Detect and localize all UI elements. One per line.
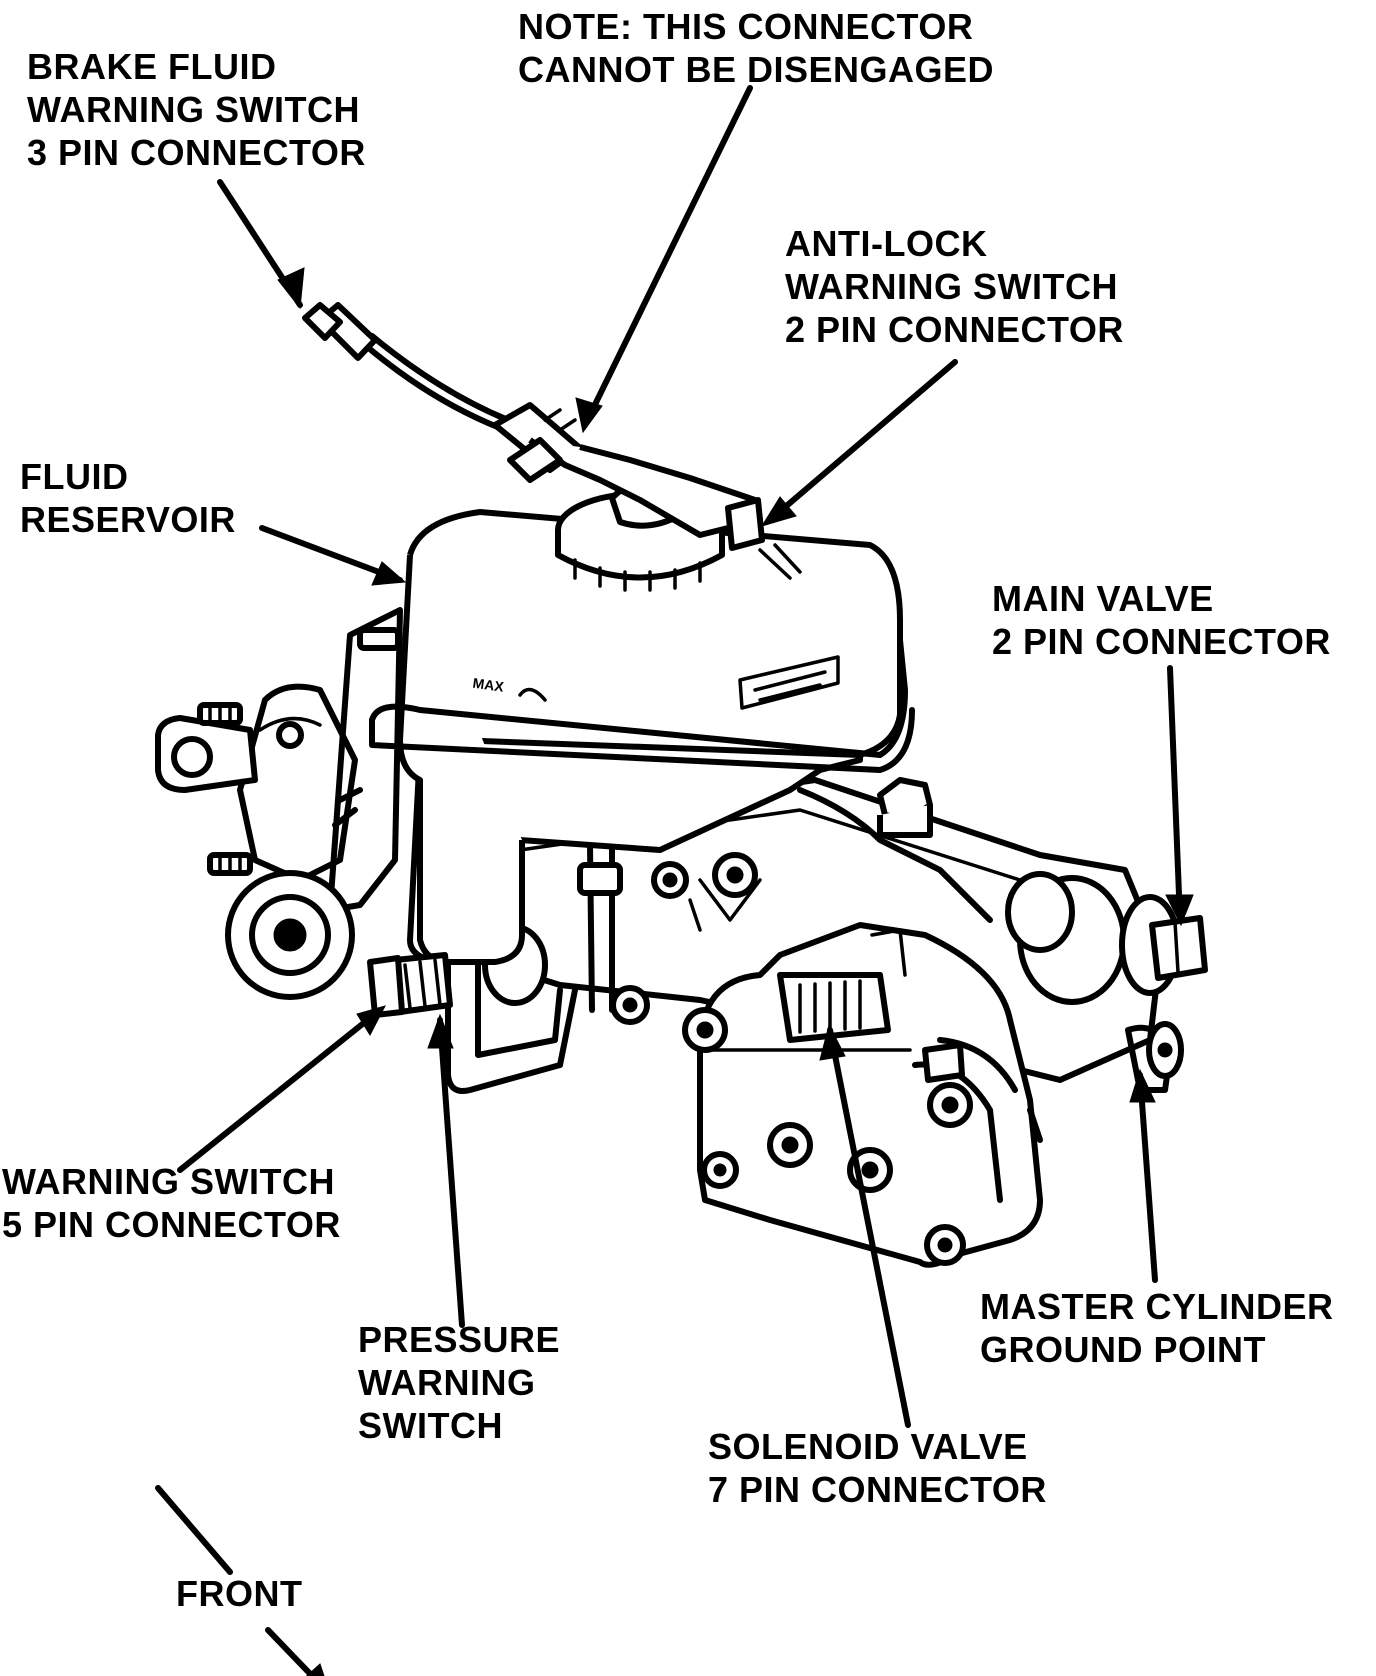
- label-warning-switch-line-1: WARNING SWITCH: [2, 1161, 335, 1202]
- label-pressure-switch-line-3: SWITCH: [358, 1405, 503, 1446]
- label-solenoid-valve-7-pin: SOLENOID VALVE 7 PIN CONNECTOR: [708, 1425, 1047, 1511]
- label-warning-switch-5-pin: WARNING SWITCH 5 PIN CONNECTOR: [2, 1160, 341, 1246]
- leader-master-cylinder: [1137, 1072, 1158, 1283]
- arrow-fluid-reservoir: [371, 561, 407, 586]
- arrow-brake-fluid: [277, 267, 305, 310]
- leader-anti-lock: [767, 359, 958, 523]
- arrowheads: [277, 267, 1194, 1103]
- arrow-warning-switch: [356, 1005, 386, 1037]
- leader-note: [582, 85, 753, 428]
- label-note-line-1: NOTE: THIS CONNECTOR: [518, 6, 974, 47]
- wiring-harness: [302, 302, 802, 580]
- main-valve-connector: [1149, 915, 1208, 981]
- label-solenoid-valve-line-1: SOLENOID VALVE: [708, 1426, 1028, 1467]
- label-master-cylinder-line-1: MASTER CYLINDER: [980, 1286, 1334, 1327]
- label-brake-fluid-line-1: BRAKE FLUID: [27, 46, 277, 87]
- arrow-pressure-switch: [427, 1013, 454, 1049]
- label-pressure-switch-line-1: PRESSURE: [358, 1319, 561, 1360]
- label-anti-lock-line-3: 2 PIN CONNECTOR: [785, 309, 1124, 350]
- pressure-warning-switch: [367, 952, 453, 1018]
- master-cylinder-body: [477, 777, 1208, 1093]
- label-main-valve-line-2: 2 PIN CONNECTOR: [992, 621, 1331, 662]
- label-brake-fluid-warning-switch: BRAKE FLUID WARNING SWITCH 3 PIN CONNECT…: [27, 45, 366, 174]
- ground-point: [1146, 1021, 1184, 1079]
- label-brake-fluid-line-2: WARNING SWITCH: [27, 89, 360, 130]
- brake-booster: [155, 607, 403, 1000]
- label-anti-lock-warning-switch: ANTI-LOCK WARNING SWITCH 2 PIN CONNECTOR: [785, 222, 1124, 351]
- leader-main-valve: [1167, 665, 1183, 923]
- label-pressure-warning-switch: PRESSURE WARNING SWITCH: [358, 1318, 560, 1447]
- label-anti-lock-line-2: WARNING SWITCH: [785, 266, 1118, 307]
- label-fluid-reservoir-line-1: FLUID: [20, 456, 129, 497]
- top-bolt: [877, 777, 933, 838]
- label-fluid-reservoir: FLUID RESERVOIR: [20, 455, 236, 541]
- leader-fluid-reservoir: [259, 525, 403, 583]
- leader-pressure-switch: [437, 1017, 465, 1328]
- label-fluid-reservoir-line-2: RESERVOIR: [20, 499, 236, 540]
- arrow-main-valve: [1165, 894, 1194, 927]
- anti-lock-connector: [725, 497, 802, 580]
- front-direction-arrow: [155, 1485, 325, 1676]
- label-main-valve-line-1: MAIN VALVE: [992, 578, 1214, 619]
- valve-body: [682, 922, 1043, 1268]
- arrow-solenoid-valve: [819, 1023, 846, 1061]
- label-front: FRONT: [176, 1573, 303, 1614]
- label-pressure-switch-line-2: WARNING: [358, 1362, 536, 1403]
- arrow-master-cylinder: [1129, 1068, 1156, 1103]
- label-solenoid-valve-line-2: 7 PIN CONNECTOR: [708, 1469, 1047, 1510]
- leader-warning-switch: [177, 1007, 383, 1173]
- solenoid-valve-connector: [777, 928, 907, 1043]
- label-master-cylinder-ground-point: MASTER CYLINDER GROUND POINT: [980, 1285, 1334, 1371]
- leader-lines: [177, 85, 1183, 1428]
- harness-connector-top: [492, 402, 763, 538]
- label-warning-switch-line-2: 5 PIN CONNECTOR: [2, 1204, 341, 1245]
- booster-studs: [197, 627, 401, 876]
- label-main-valve: MAIN VALVE 2 PIN CONNECTOR: [992, 577, 1331, 663]
- arrow-anti-lock: [760, 496, 797, 527]
- label-note: NOTE: THIS CONNECTOR CANNOT BE DISENGAGE…: [518, 5, 994, 91]
- arrow-note: [575, 397, 603, 434]
- reservoir-max-mark: MAX: [472, 675, 506, 695]
- label-brake-fluid-line-3: 3 PIN CONNECTOR: [27, 132, 366, 173]
- label-master-cylinder-line-2: GROUND POINT: [980, 1329, 1267, 1370]
- label-note-line-2: CANNOT BE DISENGAGED: [518, 49, 995, 90]
- valve-body-bolts: [682, 1007, 973, 1266]
- label-anti-lock-line-1: ANTI-LOCK: [785, 223, 988, 264]
- leader-solenoid-valve: [827, 1027, 911, 1428]
